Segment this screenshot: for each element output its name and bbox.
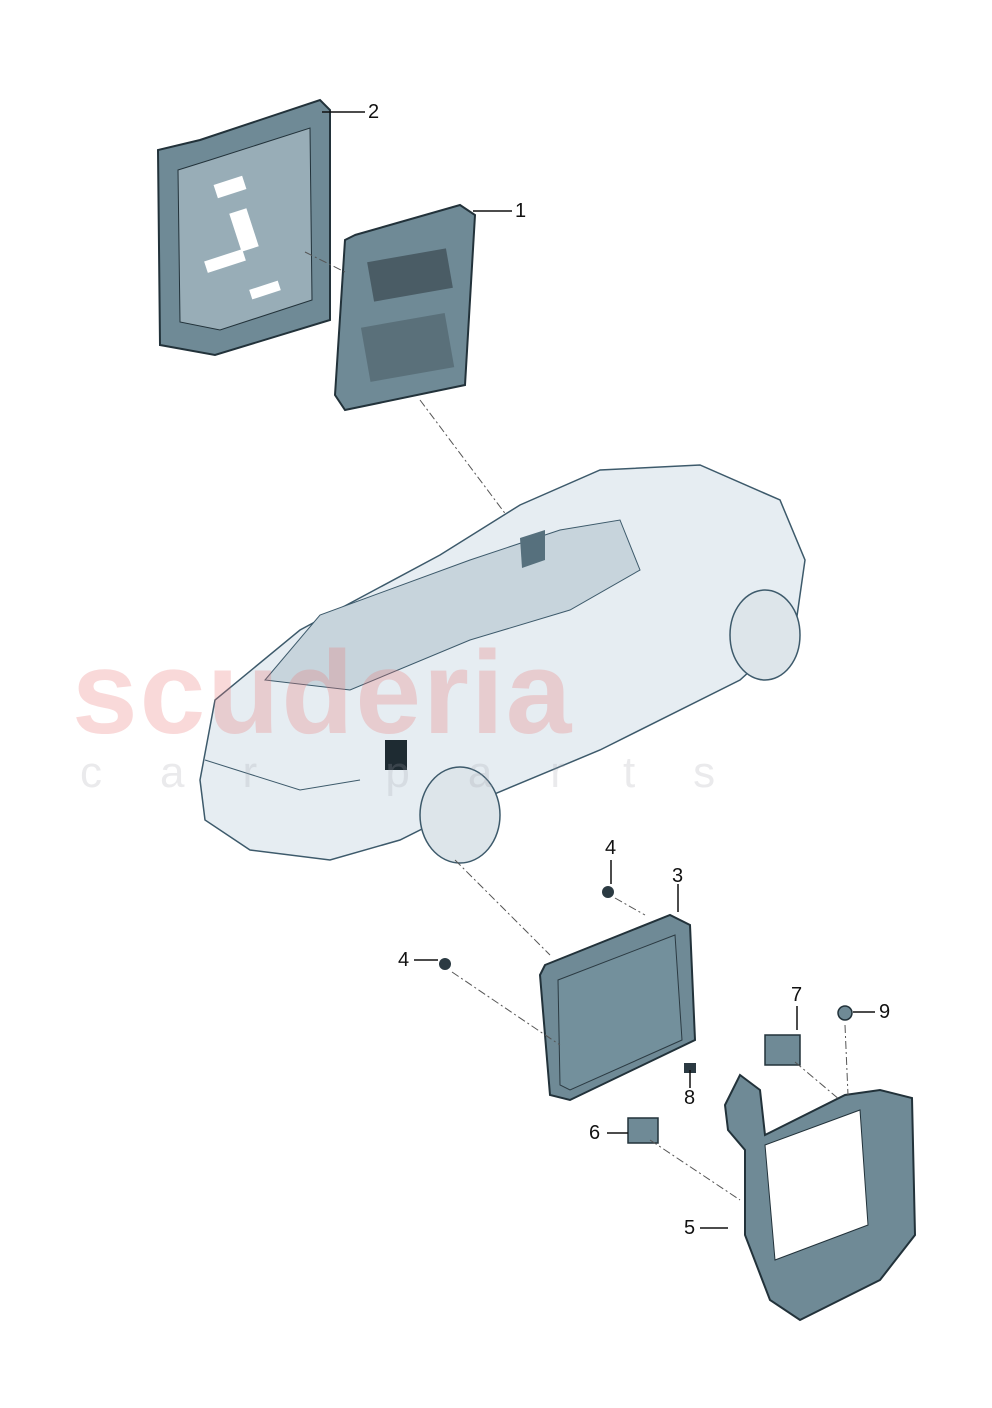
car-illustration xyxy=(199,464,806,864)
callout-9: 9 xyxy=(879,1001,891,1023)
part-4-nut-left xyxy=(439,958,451,970)
callout-7: 7 xyxy=(791,984,803,1006)
part-4-nut-upper xyxy=(602,886,614,898)
part-2-mounting-frame xyxy=(156,98,331,357)
car-module-location-marker xyxy=(385,740,407,770)
callout-4-upper: 4 xyxy=(605,837,617,859)
part-9-nut xyxy=(837,1005,853,1021)
callout-8: 8 xyxy=(684,1087,696,1109)
callout-1: 1 xyxy=(515,200,527,222)
part-7-clip-nut xyxy=(764,1034,801,1066)
part-8-bolt xyxy=(684,1063,696,1073)
callout-6: 6 xyxy=(589,1122,601,1144)
callout-3: 3 xyxy=(672,865,684,887)
part-3-control-unit xyxy=(538,913,697,1102)
callout-5: 5 xyxy=(684,1217,696,1239)
part-6-clip-nut xyxy=(627,1117,659,1144)
watermark-scuderia: scuderia xyxy=(72,627,574,759)
part-1-control-unit xyxy=(333,203,477,412)
callout-2: 2 xyxy=(368,101,380,123)
callout-4-left: 4 xyxy=(398,949,410,971)
part-5-bracket xyxy=(723,1073,917,1322)
watermark-car-parts: car parts xyxy=(80,748,774,797)
